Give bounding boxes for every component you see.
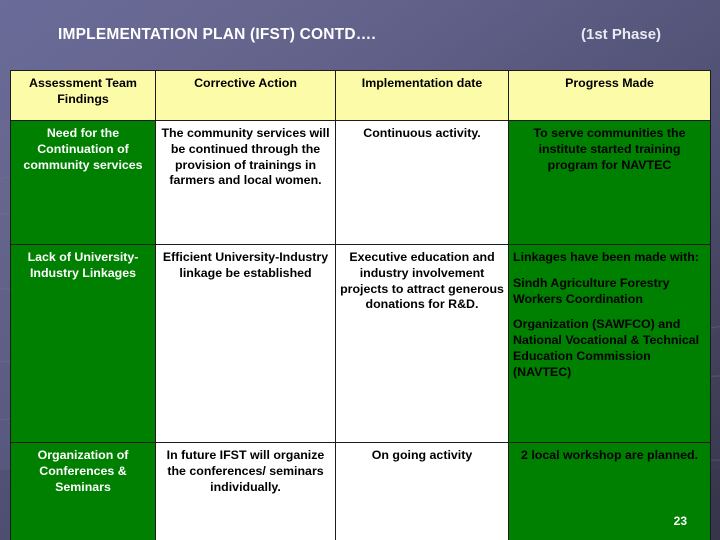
slide-title-bar: IMPLEMENTATION PLAN (IFST) CONTD…. (1st … <box>0 26 720 56</box>
table-row: Need for the Continuation of community s… <box>10 120 711 245</box>
cell-finding: Need for the Continuation of community s… <box>10 120 156 245</box>
page-number: 23 <box>673 514 687 528</box>
column-header-assessment-team-findings: Assessment Team Findings <box>10 70 156 121</box>
cell-progress-made: Linkages have been made with: Sindh Agri… <box>508 244 711 443</box>
implementation-plan-table: Assessment Team Findings Corrective Acti… <box>10 70 711 540</box>
cell-progress-made: 2 local workshop are planned. <box>508 442 711 540</box>
phase-label: (1st Phase) <box>581 26 662 43</box>
table-row: Lack of University-Industry Linkages Eff… <box>10 244 711 443</box>
page-title: IMPLEMENTATION PLAN (IFST) CONTD…. <box>58 26 376 43</box>
progress-made-partner-1: Sindh Agriculture Forestry Workers Coord… <box>513 275 670 306</box>
cell-implementation-date: Executive education and industry involve… <box>335 244 509 443</box>
cell-corrective-action: In future IFST will organize the confere… <box>155 442 336 540</box>
cell-implementation-date: On going activity <box>335 442 509 540</box>
table-row: Organization of Conferences & Seminars I… <box>10 442 711 540</box>
column-header-progress-made: Progress Made <box>508 70 711 121</box>
progress-made-intro: Linkages have been made with: <box>513 250 699 264</box>
cell-finding: Organization of Conferences & Seminars <box>10 442 156 540</box>
cell-progress-made: To serve communities the institute start… <box>508 120 711 245</box>
progress-made-partner-2: Organization (SAWFCO) and National Vocat… <box>513 317 700 379</box>
cell-corrective-action: The community services will be continued… <box>155 120 336 245</box>
cell-finding: Lack of University-Industry Linkages <box>10 244 156 443</box>
cell-implementation-date: Continuous activity. <box>335 120 509 245</box>
cell-corrective-action: Efficient University-Industry linkage be… <box>155 244 336 443</box>
column-header-implementation-date: Implementation date <box>335 70 509 121</box>
table-header-row: Assessment Team Findings Corrective Acti… <box>10 70 711 121</box>
column-header-corrective-action: Corrective Action <box>155 70 336 121</box>
